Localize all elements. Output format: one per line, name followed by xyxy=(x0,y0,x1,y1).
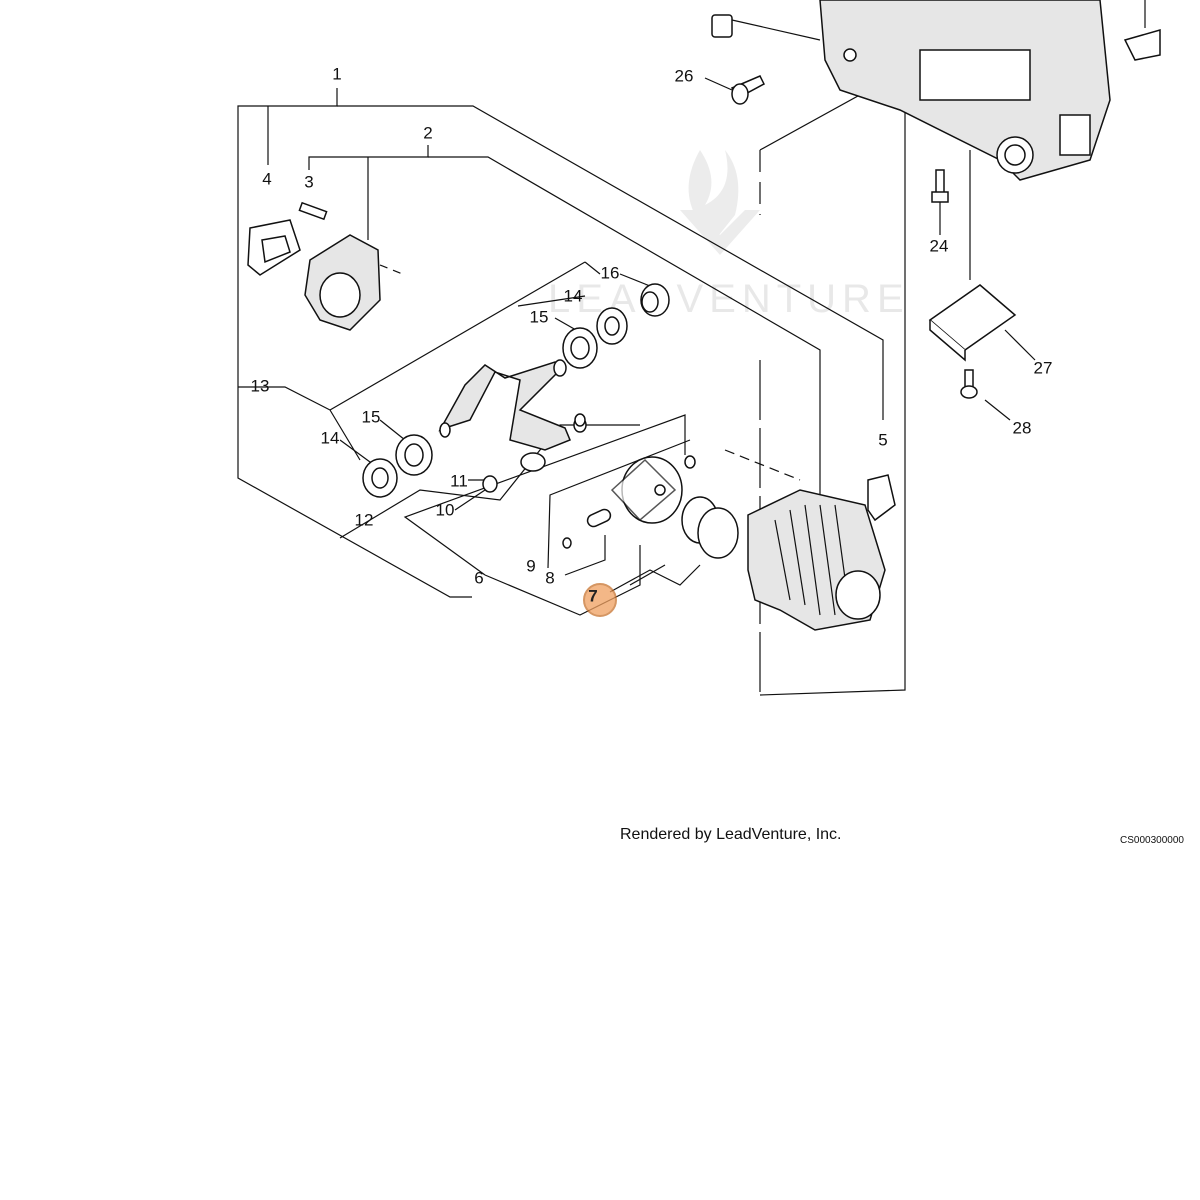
part-2-crankcase-half xyxy=(304,234,381,331)
part-24-bolt xyxy=(931,169,949,203)
render-credit: Rendered by LeadVenture, Inc. xyxy=(620,826,842,843)
callout-28[interactable]: 28 xyxy=(1013,418,1032,437)
part-3-bolt xyxy=(298,201,328,221)
part-14-seal-left xyxy=(362,458,398,498)
callout-9[interactable]: 9 xyxy=(526,556,535,575)
callouts: 1 2 3 4 5 6 8 9 10 11 12 13 14 14 15 15 … xyxy=(251,64,1053,587)
part-8-pin xyxy=(586,508,612,528)
part-26-screw xyxy=(730,75,765,105)
callout-24[interactable]: 24 xyxy=(930,236,949,255)
part-9-clip xyxy=(562,455,696,549)
callout-8[interactable]: 8 xyxy=(545,568,554,587)
part-4-gasket xyxy=(247,219,301,276)
part-27-plate xyxy=(928,284,1017,362)
callout-11[interactable]: 11 xyxy=(450,471,468,490)
part-16-seal xyxy=(640,283,670,317)
callout-7-highlight[interactable]: 7 xyxy=(583,583,617,617)
callout-6[interactable]: 6 xyxy=(474,568,483,587)
part-cylinder xyxy=(747,489,886,631)
callout-15-left[interactable]: 15 xyxy=(362,407,381,426)
part-5-gasket xyxy=(867,474,896,522)
part-clip-right xyxy=(1123,0,1161,61)
part-28-screw xyxy=(960,369,978,399)
callout-14-top[interactable]: 14 xyxy=(564,286,583,305)
highlight-circle[interactable] xyxy=(583,583,617,617)
diagram-code: CS000300000 xyxy=(1120,835,1184,846)
callout-14-left[interactable]: 14 xyxy=(321,428,340,447)
callout-7[interactable]: 7 xyxy=(588,586,597,605)
callout-5[interactable]: 5 xyxy=(878,430,887,449)
callout-13[interactable]: 13 xyxy=(251,376,270,395)
part-15-bearing-left xyxy=(395,434,433,476)
part-small-washer xyxy=(574,413,586,427)
callout-16[interactable]: 16 xyxy=(601,263,620,282)
part-crankshaft xyxy=(438,359,571,451)
callout-3[interactable]: 3 xyxy=(304,172,313,191)
leader-lines xyxy=(237,19,1036,696)
part-rings xyxy=(681,496,739,559)
part-11-washer xyxy=(482,475,498,493)
part-small-tab xyxy=(711,14,733,38)
watermark: LEADVENTURE xyxy=(548,150,904,321)
part-crankcase-top xyxy=(819,0,1111,181)
callout-4[interactable]: 4 xyxy=(262,169,271,188)
part-piston xyxy=(610,456,683,524)
callout-1[interactable]: 1 xyxy=(332,64,341,83)
callout-12[interactable]: 12 xyxy=(355,510,374,529)
callout-10[interactable]: 10 xyxy=(436,500,455,519)
callout-27[interactable]: 27 xyxy=(1034,358,1053,377)
callout-2[interactable]: 2 xyxy=(423,123,432,142)
part-15-bearing-top xyxy=(562,327,598,369)
callout-15-top[interactable]: 15 xyxy=(530,307,549,326)
callout-26[interactable]: 26 xyxy=(675,66,694,85)
part-14-seal-top xyxy=(596,307,628,345)
